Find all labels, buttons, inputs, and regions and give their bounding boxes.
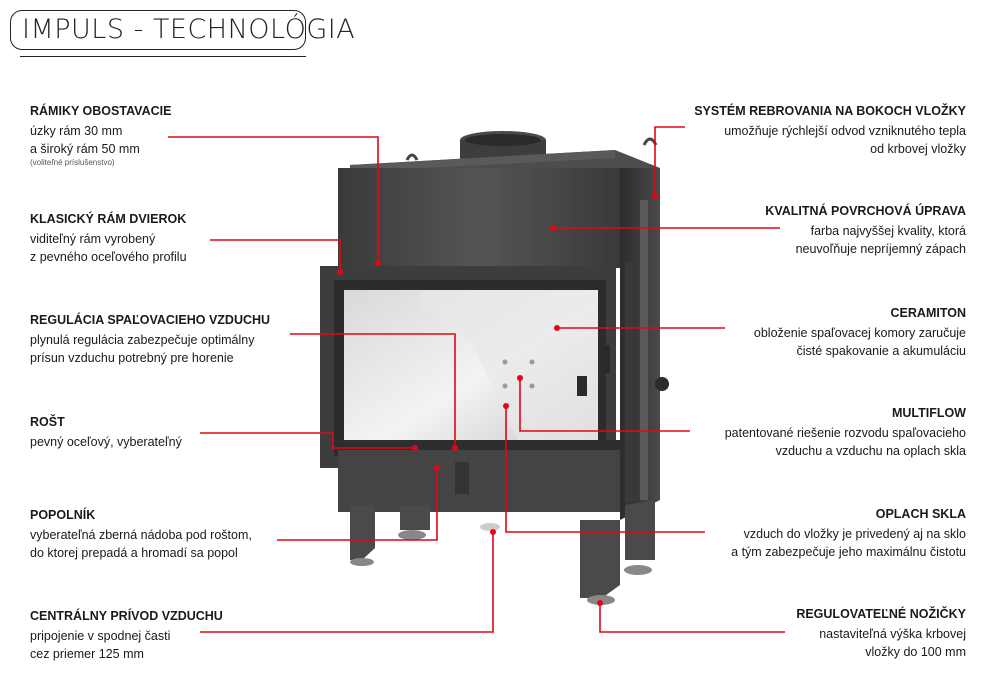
- label-system-heading: SYSTÉM REBROVANIA NA BOKOCH VLOŽKY: [694, 104, 966, 118]
- label-popolnik: POPOLNÍK vyberateľná zberná nádoba pod r…: [30, 506, 252, 562]
- label-ceramiton-line2: čisté spakovanie a akumuláciu: [796, 344, 966, 358]
- label-nozicky-line1: nastaviteľná výška krbovej: [819, 627, 966, 641]
- label-regulacia-line1: plynulá regulácia zabezpečuje optimálny: [30, 333, 255, 347]
- label-rost: ROŠT pevný oceľový, vyberateľný: [30, 413, 182, 451]
- label-ramiky-line1: úzky rám 30 mm: [30, 124, 123, 138]
- title-underline: [20, 56, 306, 57]
- label-kvalitna-heading: KVALITNÁ POVRCHOVÁ ÚPRAVA: [765, 204, 966, 218]
- label-nozicky-line2: vložky do 100 mm: [865, 645, 966, 659]
- adjustable-legs: [350, 500, 655, 605]
- label-centralny-line1: pripojenie v spodnej časti: [30, 629, 171, 643]
- label-nozicky-heading: REGULOVATEĽNÉ NOŽIČKY: [796, 607, 966, 621]
- label-nozicky: REGULOVATEĽNÉ NOŽIČKY nastaviteľná výška…: [796, 605, 966, 661]
- label-rost-line1: pevný oceľový, vyberateľný: [30, 435, 182, 449]
- label-ceramiton-line1: obloženie spaľovacej komory zaručuje: [753, 326, 966, 340]
- label-multiflow: MULTIFLOW patentované riešenie rozvodu s…: [725, 404, 966, 460]
- label-ramiky: RÁMIKY OBOSTAVACIE úzky rám 30 mm a širo…: [30, 102, 171, 168]
- label-popolnik-line2: do ktorej prepadá a hromadí sa popol: [30, 546, 238, 560]
- label-system-line1: umožňuje rýchlejší odvod vzniknutého tep…: [724, 124, 966, 138]
- label-ceramiton-heading: CERAMITON: [890, 306, 966, 320]
- label-klasicky-line1: viditeľný rám vyrobený: [30, 232, 156, 246]
- label-centralny-line2: cez priemer 125 mm: [30, 647, 144, 661]
- label-klasicky-line2: z pevného oceľového profilu: [30, 250, 187, 264]
- label-regulacia-line2: prísun vzduchu potrebný pre horenie: [30, 351, 234, 365]
- flue-collar: [460, 131, 546, 164]
- ash-box: [338, 440, 620, 512]
- leader-lines: [168, 126, 785, 633]
- label-centralny-heading: CENTRÁLNY PRÍVOD VZDUCHU: [30, 609, 223, 623]
- label-regulacia-heading: REGULÁCIA SPAĽOVACIEHO VZDUCHU: [30, 313, 271, 327]
- label-popolnik-heading: POPOLNÍK: [30, 508, 96, 522]
- body-upper: [338, 168, 620, 268]
- label-system: SYSTÉM REBROVANIA NA BOKOCH VLOŽKY umožň…: [694, 102, 966, 158]
- label-ramiky-heading: RÁMIKY OBOSTAVACIE: [30, 104, 172, 118]
- door-handle: [600, 345, 610, 373]
- label-oplach-line2: a tým zabezpečuje jeho maximálnu čistotu: [731, 545, 966, 559]
- label-popolnik-line1: vyberateľná zberná nádoba pod roštom,: [30, 528, 252, 542]
- air-regulator-knob: [655, 377, 669, 391]
- label-klasicky-heading: KLASICKÝ RÁM DVIEROK: [30, 212, 187, 226]
- label-klasicky: KLASICKÝ RÁM DVIEROK viditeľný rám vyrob…: [30, 210, 187, 266]
- label-rost-heading: ROŠT: [30, 415, 65, 429]
- label-system-line2: od krbovej vložky: [870, 142, 966, 156]
- label-kvalitna: KVALITNÁ POVRCHOVÁ ÚPRAVA farba najvyšše…: [765, 202, 966, 258]
- label-multiflow-line1: patentované riešenie rozvodu spaľovacieh…: [724, 426, 966, 440]
- title-frame: [10, 10, 306, 50]
- label-multiflow-heading: MULTIFLOW: [891, 406, 966, 420]
- label-kvalitna-line2: neuvoľňuje nepríjemný zápach: [795, 242, 966, 256]
- label-oplach: OPLACH SKLA vzduch do vložky je priveden…: [731, 505, 966, 561]
- label-oplach-heading: OPLACH SKLA: [875, 507, 966, 521]
- label-regulacia: REGULÁCIA SPAĽOVACIEHO VZDUCHU plynulá r…: [30, 311, 270, 367]
- lifting-hook-left: [405, 153, 419, 161]
- label-ceramiton: CERAMITON obloženie spaľovacej komory za…: [754, 304, 966, 360]
- label-multiflow-line2: vzduchu a vzduchu na oplach skla: [775, 444, 966, 458]
- label-ramiky-line2: a široký rám 50 mm: [30, 142, 140, 156]
- label-centralny: CENTRÁLNY PRÍVOD VZDUCHU pripojenie v sp…: [30, 607, 223, 663]
- central-air-inlet: [480, 523, 500, 531]
- label-oplach-line1: vzduch do vložky je privedený aj na sklo: [743, 527, 966, 541]
- page-title: IMPULS - TECHNOLÓGIA: [22, 14, 356, 45]
- label-kvalitna-line1: farba najvyššej kvality, ktorá: [810, 224, 966, 238]
- label-ramiky-note: (voliteľné príslušenstvo): [30, 158, 115, 167]
- air-holes: [502, 359, 535, 389]
